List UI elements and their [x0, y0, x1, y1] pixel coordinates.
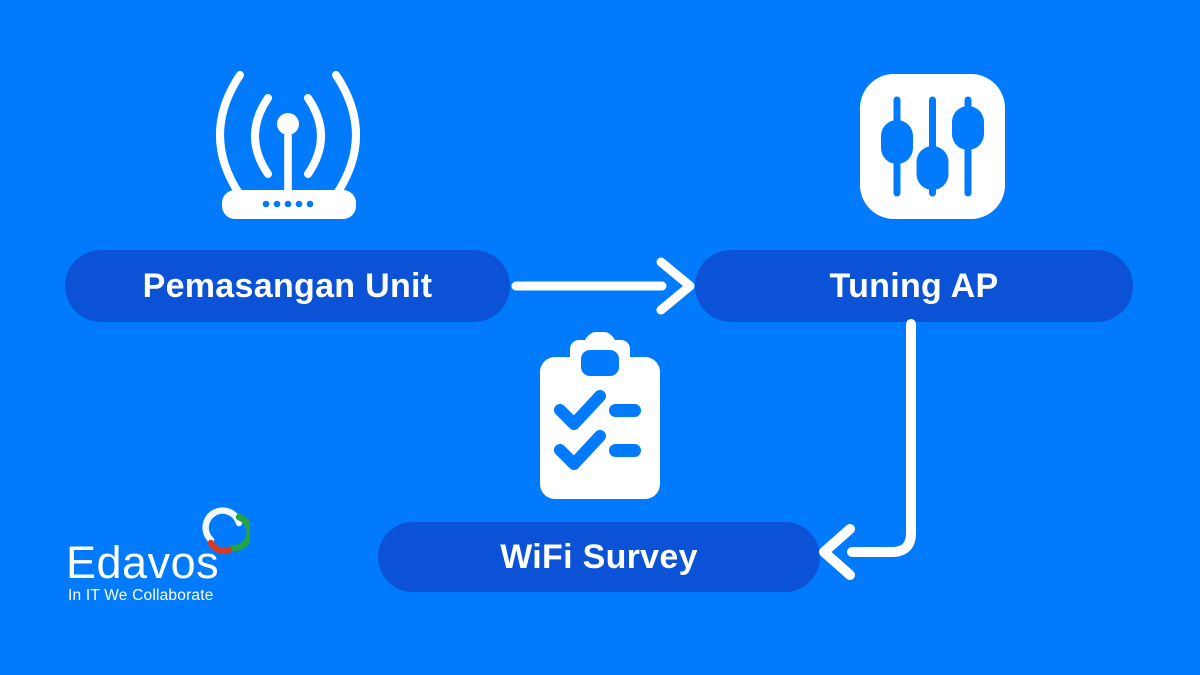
signal-arc-inner-left [251, 94, 272, 178]
node-tuning-ap: Tuning AP [695, 250, 1133, 322]
wifi-router-icon [216, 71, 360, 219]
node-wifi-survey: WiFi Survey [378, 522, 820, 592]
edavos-logo-swirl-icon [202, 507, 250, 555]
node-label: WiFi Survey [500, 537, 698, 576]
checklist-lines [609, 404, 641, 457]
antenna-stem [284, 132, 292, 196]
edavos-tagline: In IT We Collaborate [68, 587, 214, 604]
checkmarks [554, 390, 606, 470]
node-label: Pemasangan Unit [142, 266, 433, 305]
signal-arc-outer-left [216, 71, 244, 199]
checklist-clipboard-icon [540, 332, 660, 499]
signal-arc-inner-right [304, 94, 325, 178]
node-pemasangan-unit: Pemasangan Unit [65, 250, 510, 322]
antenna-tip [277, 113, 299, 135]
router-leds [262, 200, 314, 208]
arrow-right-icon [511, 257, 695, 315]
node-label: Tuning AP [829, 266, 999, 305]
edavos-logo-text: Edavos [66, 537, 220, 588]
sliders-settings-icon [860, 74, 1005, 219]
slider-knobs [881, 106, 984, 190]
elbow-arrow-down-left-icon [819, 319, 916, 580]
signal-arc-outer-right [332, 71, 360, 199]
clipboard-clip-notch [581, 350, 619, 376]
